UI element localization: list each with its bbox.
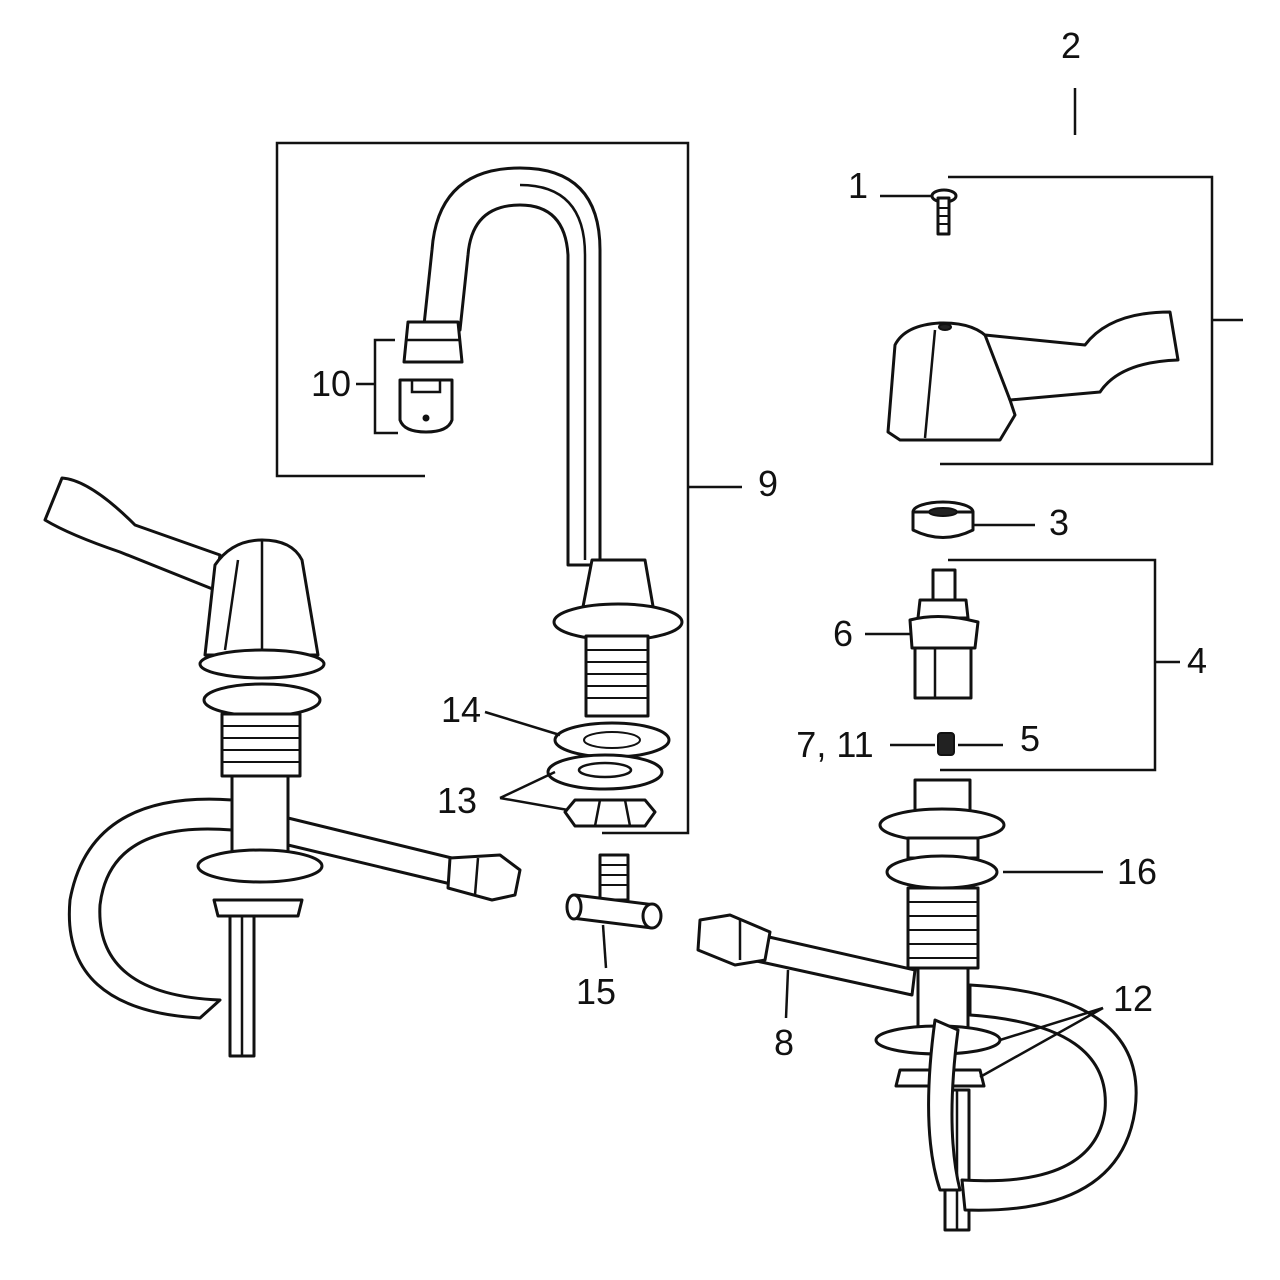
callout-13-leader-b	[499, 796, 569, 812]
callout-14: 14	[441, 689, 481, 730]
callout-1: 1	[848, 165, 868, 206]
callout-4: 4	[1187, 640, 1207, 681]
seat-spring	[937, 732, 955, 756]
right-handle-bracket	[940, 175, 1243, 466]
callout-8: 8	[774, 1022, 794, 1063]
callout-12-leader-b	[979, 1006, 1104, 1079]
callout-12-leader-a	[999, 1006, 1104, 1042]
callout-3: 3	[1049, 502, 1069, 543]
spout-assembly-bracket	[275, 141, 690, 835]
callout-12: 12	[1113, 978, 1153, 1019]
left-valve-body	[196, 682, 324, 1058]
callout-5: 5	[1020, 718, 1040, 759]
callout-14-leader	[484, 710, 561, 737]
callout-15: 15	[576, 971, 616, 1012]
aerator-insert	[398, 378, 454, 434]
callout-2: 2	[1061, 25, 1081, 66]
callout-13: 13	[437, 780, 477, 821]
cartridge	[908, 568, 980, 700]
callout-7-11: 7, 11	[796, 724, 873, 765]
handle-screw	[930, 188, 958, 236]
spout-washers	[546, 721, 671, 828]
aerator-bracket	[356, 338, 398, 435]
tee-fitting	[565, 853, 663, 969]
left-supply-hose	[67, 797, 522, 1020]
right-supply-hose	[696, 913, 1138, 1212]
callout-8-leader	[784, 969, 790, 1019]
callout-13-leader-a	[499, 770, 556, 800]
callout-6: 6	[833, 613, 853, 654]
gooseneck-spout	[402, 166, 684, 718]
callout-9: 9	[758, 463, 778, 504]
left-lever-handle	[43, 476, 326, 680]
right-lever-handle	[886, 310, 1180, 442]
cartridge-bracket	[940, 558, 1180, 772]
callout-10: 10	[311, 363, 351, 404]
callout-16: 16	[1117, 851, 1157, 892]
bonnet-cap	[911, 500, 975, 539]
callout-labels: 2 1 10 9 3 6 4 14 7, 11 5 13 16 15 12 8	[311, 25, 1207, 1063]
